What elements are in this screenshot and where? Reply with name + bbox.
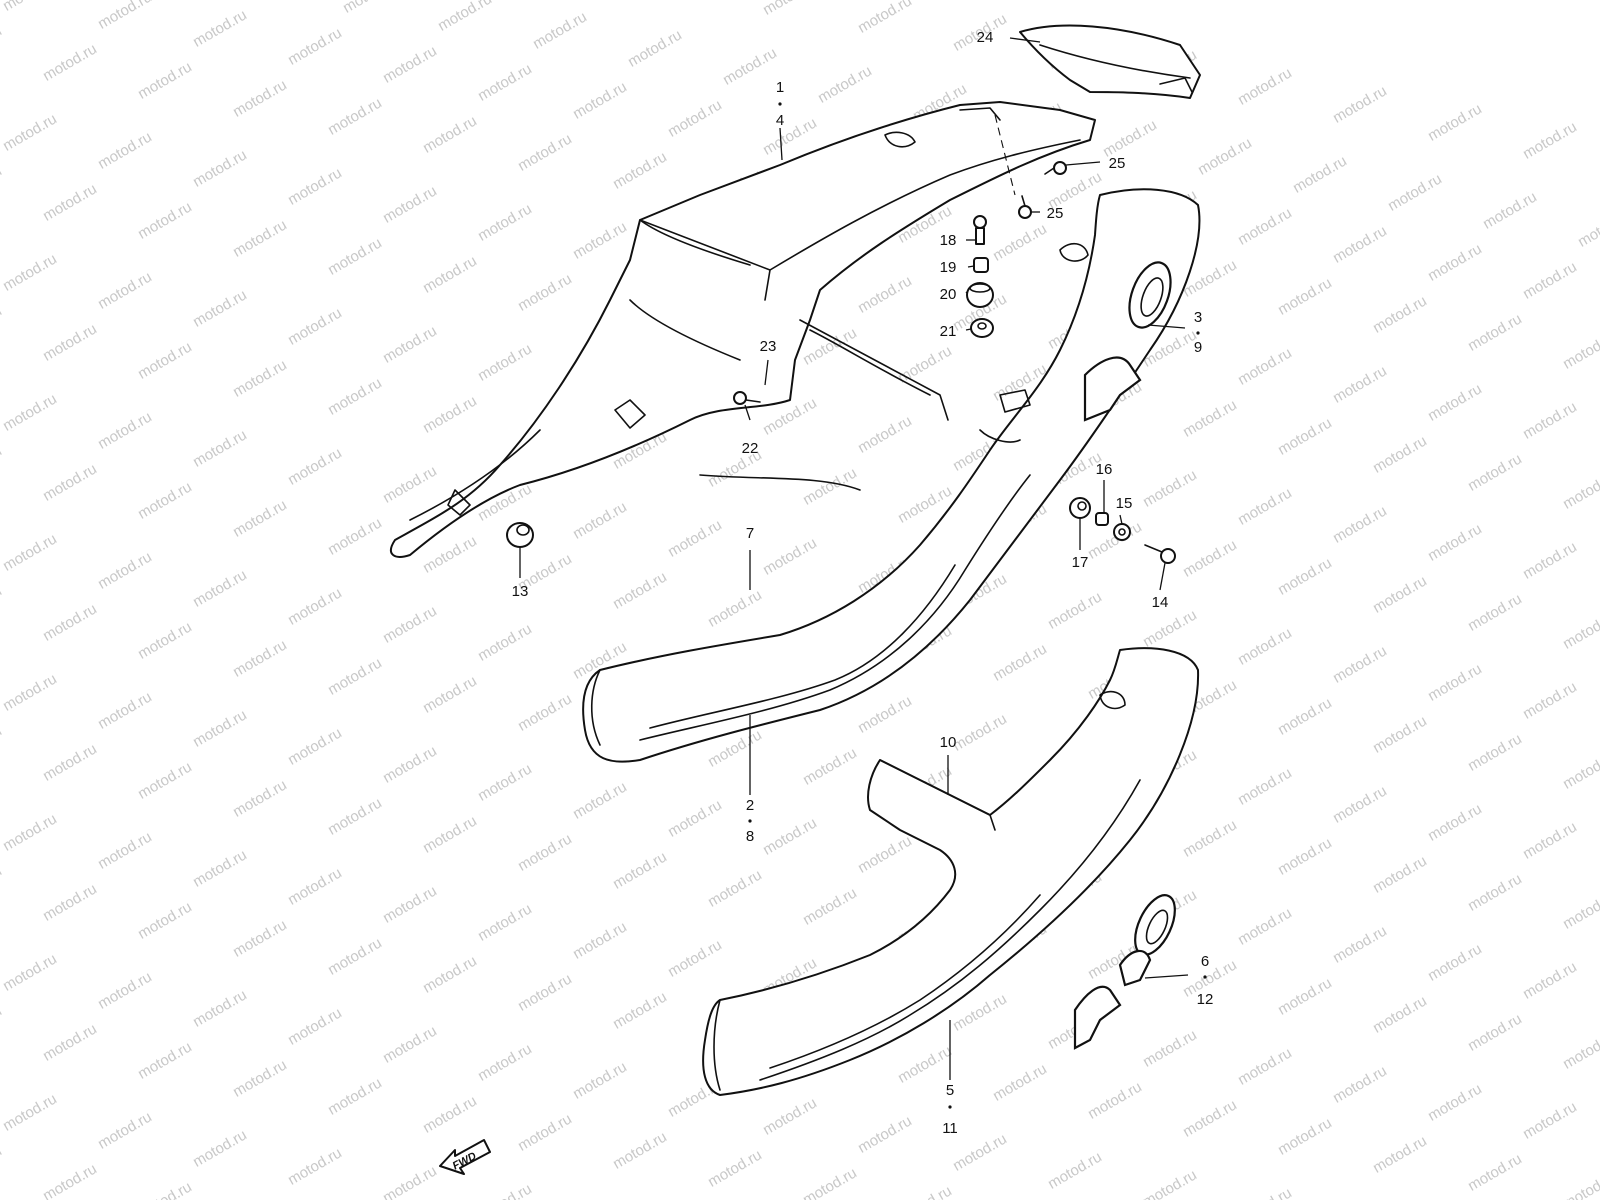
svg-text:7: 7 bbox=[746, 525, 754, 542]
svg-text:14: 14 bbox=[1152, 594, 1169, 611]
svg-text:16: 16 bbox=[1096, 461, 1113, 478]
part-14-bolt bbox=[1144, 544, 1176, 564]
callout-25b: 25 bbox=[1047, 205, 1064, 222]
callout-13: 13 bbox=[512, 583, 529, 600]
part-22-screw bbox=[733, 391, 761, 405]
callout-10: 10 bbox=[940, 734, 957, 751]
svg-text:3: 3 bbox=[1194, 309, 1202, 326]
svg-text:6: 6 bbox=[1201, 953, 1209, 970]
part-13-grommet bbox=[506, 522, 534, 548]
svg-text:21: 21 bbox=[940, 323, 957, 340]
callout-15: 15 bbox=[1116, 495, 1133, 512]
callout-22: 22 bbox=[742, 440, 759, 457]
part-25-screw-b bbox=[1018, 195, 1032, 219]
part-16-collar bbox=[1095, 512, 1109, 526]
callout-7: 7 bbox=[746, 525, 754, 542]
svg-text:19: 19 bbox=[940, 259, 957, 276]
part-15-washer bbox=[1113, 523, 1131, 541]
leader-lines bbox=[519, 37, 1189, 1080]
callout-23: 23 bbox=[760, 338, 777, 355]
part-5-lower-cover bbox=[702, 647, 1200, 1096]
callout-1-4: 1 4 bbox=[776, 79, 784, 129]
callout-18: 18 bbox=[940, 232, 957, 249]
callout-6-12: 6 12 bbox=[1197, 953, 1214, 1008]
svg-text:5: 5 bbox=[946, 1082, 954, 1099]
svg-text:12: 12 bbox=[1197, 991, 1214, 1008]
part-17-grommet bbox=[1069, 497, 1091, 519]
svg-text:10: 10 bbox=[940, 734, 957, 751]
callout-16: 16 bbox=[1096, 461, 1113, 478]
svg-text:1: 1 bbox=[776, 79, 784, 96]
part-3-frame-cover-right bbox=[582, 188, 1201, 763]
svg-text:24: 24 bbox=[977, 29, 994, 46]
part-25-screw-a bbox=[1044, 161, 1067, 175]
svg-text:25: 25 bbox=[1109, 155, 1126, 172]
callout-20: 20 bbox=[940, 286, 957, 303]
callout-14: 14 bbox=[1152, 594, 1169, 611]
callout-19: 19 bbox=[940, 259, 957, 276]
svg-text:11: 11 bbox=[942, 1120, 958, 1137]
svg-text:22: 22 bbox=[742, 440, 759, 457]
svg-text:17: 17 bbox=[1072, 554, 1089, 571]
svg-text:9: 9 bbox=[1194, 339, 1202, 356]
part-1-tail-cover bbox=[390, 101, 1096, 558]
callout-5-11: 5 11 bbox=[942, 1082, 958, 1137]
callout-17: 17 bbox=[1072, 554, 1089, 571]
part-19-collar bbox=[973, 257, 989, 273]
part-20-grommet bbox=[966, 282, 994, 308]
part-24-seat-cowl bbox=[1019, 24, 1201, 99]
callout-3-9: 3 9 bbox=[1194, 309, 1202, 356]
part-7-frame-cover-left bbox=[699, 474, 861, 491]
callout-2-8: 2 8 bbox=[746, 797, 754, 845]
callout-25a: 25 bbox=[1109, 155, 1126, 172]
svg-text:23: 23 bbox=[760, 338, 777, 355]
callout-21: 21 bbox=[940, 323, 957, 340]
svg-text:20: 20 bbox=[940, 286, 957, 303]
callout-24: 24 bbox=[977, 29, 994, 46]
svg-text:25: 25 bbox=[1047, 205, 1064, 222]
part-6-decal bbox=[1073, 894, 1176, 1050]
part-21-washer bbox=[970, 318, 994, 338]
fwd-arrow-icon: FWD bbox=[439, 1139, 491, 1175]
svg-text:15: 15 bbox=[1116, 495, 1133, 512]
svg-text:18: 18 bbox=[940, 232, 957, 249]
svg-text:8: 8 bbox=[746, 828, 754, 845]
part-18-bolt bbox=[973, 215, 987, 245]
svg-text:4: 4 bbox=[776, 112, 784, 129]
svg-text:13: 13 bbox=[512, 583, 529, 600]
svg-text:2: 2 bbox=[746, 797, 754, 814]
